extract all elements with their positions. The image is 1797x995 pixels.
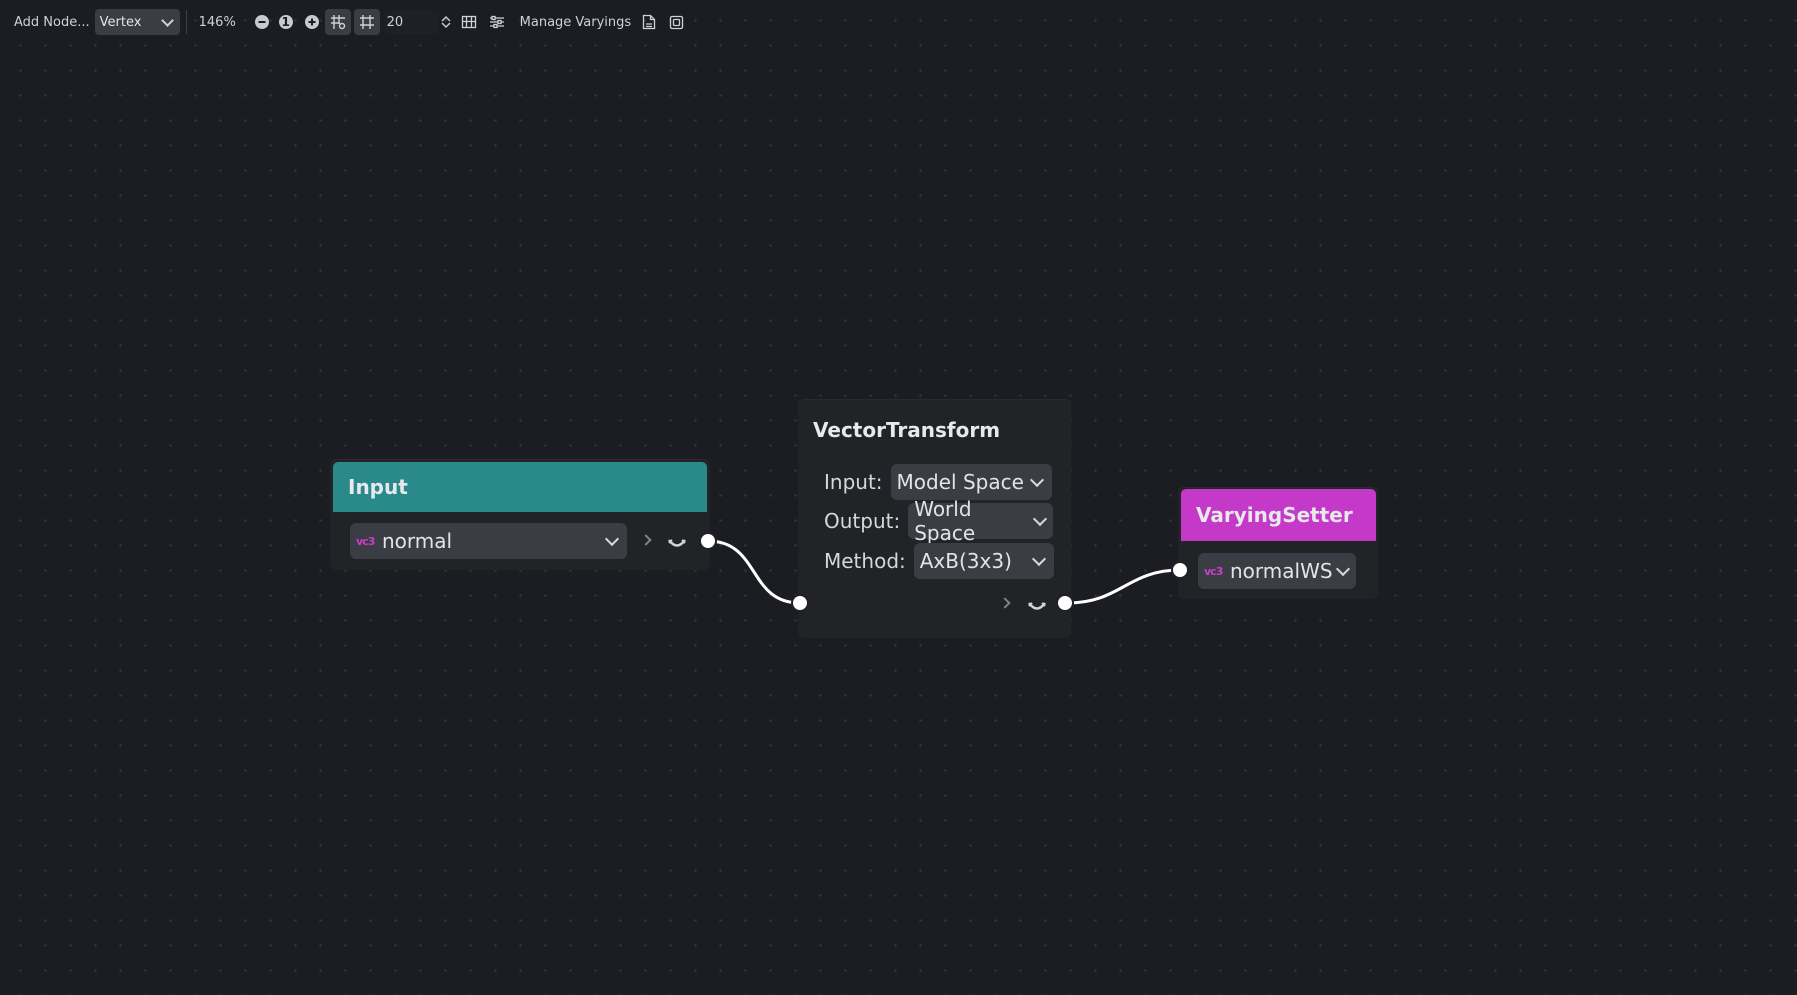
input-node-output-port[interactable] xyxy=(699,532,717,550)
arrange-nodes-button[interactable] xyxy=(489,14,505,30)
vectortransform-input-port[interactable] xyxy=(791,594,809,612)
vt-method-label: Method: xyxy=(824,549,906,573)
toolbar: Add Node... Vertex 146% 1 20 Manage Vary… xyxy=(0,0,1797,44)
chevron-down-icon xyxy=(1335,561,1351,576)
varyingsetter-node-title: VaryingSetter xyxy=(1196,503,1353,527)
vt-input-select[interactable]: Model Space xyxy=(890,464,1052,500)
zoom-reset-button[interactable]: 1 xyxy=(278,15,293,29)
preview-button[interactable] xyxy=(669,15,684,30)
grid-icon xyxy=(359,15,374,29)
vt-input-label: Input: xyxy=(824,470,883,494)
vectortransform-node-header[interactable]: VectorTransform xyxy=(798,399,1071,455)
chevron-down-icon xyxy=(1031,551,1046,566)
arrange-icon xyxy=(489,15,504,29)
chevron-down-icon xyxy=(1033,511,1048,526)
chevron-up-icon xyxy=(441,15,451,22)
vt-output-select[interactable]: World Space xyxy=(908,497,1054,545)
file-icon xyxy=(643,14,656,30)
preview-toggle-icon[interactable] xyxy=(1027,600,1047,614)
stage-select-value: Vertex xyxy=(99,14,142,30)
wire-input-to-vectortransform xyxy=(707,539,801,605)
map-icon xyxy=(461,15,476,29)
varyingsetter-field-value: normalWS xyxy=(1230,559,1333,583)
zoom-in-icon xyxy=(304,15,319,29)
varyingsetter-node[interactable]: VaryingSetter vc3 normalWS xyxy=(1171,487,1378,599)
preview-toggle-icon[interactable] xyxy=(667,537,687,551)
input-node-title: Input xyxy=(348,475,408,499)
chevron-down-icon xyxy=(441,22,451,29)
vt-method-value: AxB(3x3) xyxy=(919,549,1012,573)
chevron-down-icon xyxy=(604,531,620,546)
vectortransform-output-port[interactable] xyxy=(1056,594,1074,612)
stage-select[interactable]: Vertex xyxy=(94,9,180,35)
input-node-header[interactable]: Input xyxy=(333,462,707,512)
vectortransform-node[interactable]: VectorTransform Input: Model Space Outpu… xyxy=(791,399,1074,638)
zoom-in-button[interactable] xyxy=(304,15,319,29)
wire-vectortransform-to-varyingsetter xyxy=(1067,568,1181,605)
vt-method-select[interactable]: AxB(3x3) xyxy=(913,543,1054,579)
zoom-out-button[interactable] xyxy=(254,15,269,29)
add-node-button[interactable]: Add Node... xyxy=(14,14,90,30)
show-code-button[interactable] xyxy=(642,14,656,30)
input-node[interactable]: Input vc3 normal xyxy=(330,459,717,570)
snap-grid-toggle[interactable] xyxy=(324,9,351,35)
vt-input-row: Input: Model Space xyxy=(824,464,1052,500)
vt-output-value: World Space xyxy=(914,497,976,545)
vector3-type-icon: vc3 xyxy=(356,534,375,548)
varyingsetter-field-select[interactable]: vc3 normalWS xyxy=(1198,553,1356,589)
input-field-select[interactable]: vc3 normal xyxy=(350,523,627,559)
chevron-down-icon xyxy=(1029,472,1044,487)
grid-size-stepper[interactable] xyxy=(441,9,451,35)
minimap-button[interactable] xyxy=(461,14,477,30)
show-grid-toggle[interactable] xyxy=(353,9,380,35)
vector3-type-icon: vc3 xyxy=(1204,564,1223,578)
grid-size-input[interactable]: 20 xyxy=(384,10,439,34)
vt-input-value: Model Space xyxy=(896,470,1024,494)
zoom-reset-icon: 1 xyxy=(278,15,293,29)
vt-output-row: Output: World Space xyxy=(824,497,1054,545)
preview-icon xyxy=(670,15,684,29)
vt-method-row: Method: AxB(3x3) xyxy=(824,543,1054,579)
expand-chevron-icon[interactable] xyxy=(640,534,652,546)
expand-chevron-icon[interactable] xyxy=(999,597,1011,609)
input-field-value: normal xyxy=(382,529,453,553)
vectortransform-node-title: VectorTransform xyxy=(813,418,1001,442)
varyingsetter-input-port[interactable] xyxy=(1171,561,1189,579)
grid-snap-icon xyxy=(330,15,345,30)
zoom-out-icon xyxy=(254,15,269,29)
vt-output-label: Output: xyxy=(824,509,901,533)
varyingsetter-node-header[interactable]: VaryingSetter xyxy=(1181,489,1376,541)
manage-varyings-button[interactable]: Manage Varyings xyxy=(519,14,632,30)
zoom-level: 146% xyxy=(198,14,236,30)
toolbar-divider xyxy=(185,10,187,34)
